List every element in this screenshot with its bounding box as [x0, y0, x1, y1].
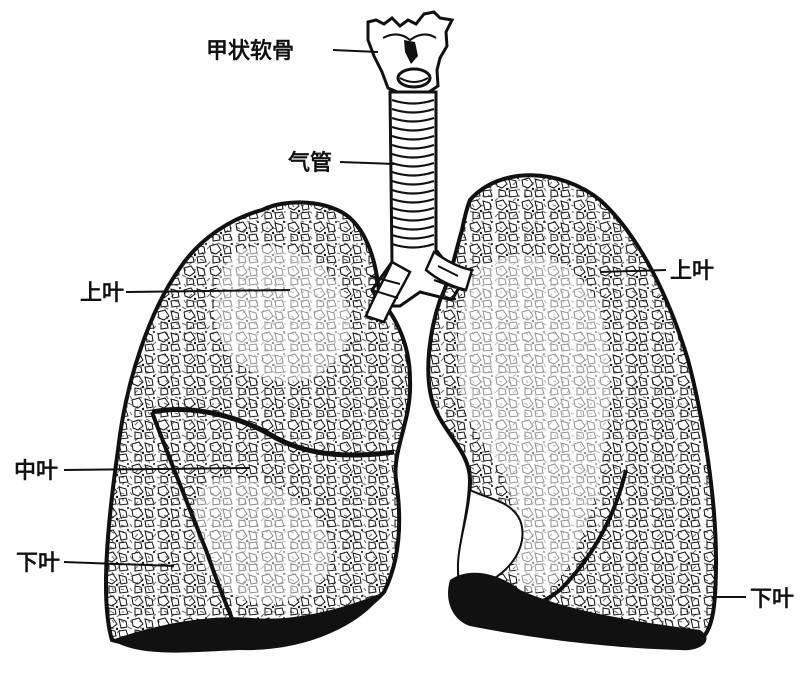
thyroid-cartilage [368, 12, 452, 94]
label-right-upper-lobe: 上叶 [80, 281, 124, 306]
label-trachea: 气管 [287, 150, 332, 176]
label-thyroid-cartilage: 甲状软骨 [206, 38, 294, 64]
label-right-lower-lobe: 下叶 [16, 551, 60, 576]
left-lung [428, 175, 716, 650]
label-left-upper-lobe: 上叶 [670, 259, 714, 284]
right-lung [106, 202, 410, 652]
label-right-middle-lobe: 中叶 [14, 459, 58, 484]
label-left-lower-lobe: 下叶 [750, 587, 794, 612]
leader-trachea [340, 162, 394, 164]
